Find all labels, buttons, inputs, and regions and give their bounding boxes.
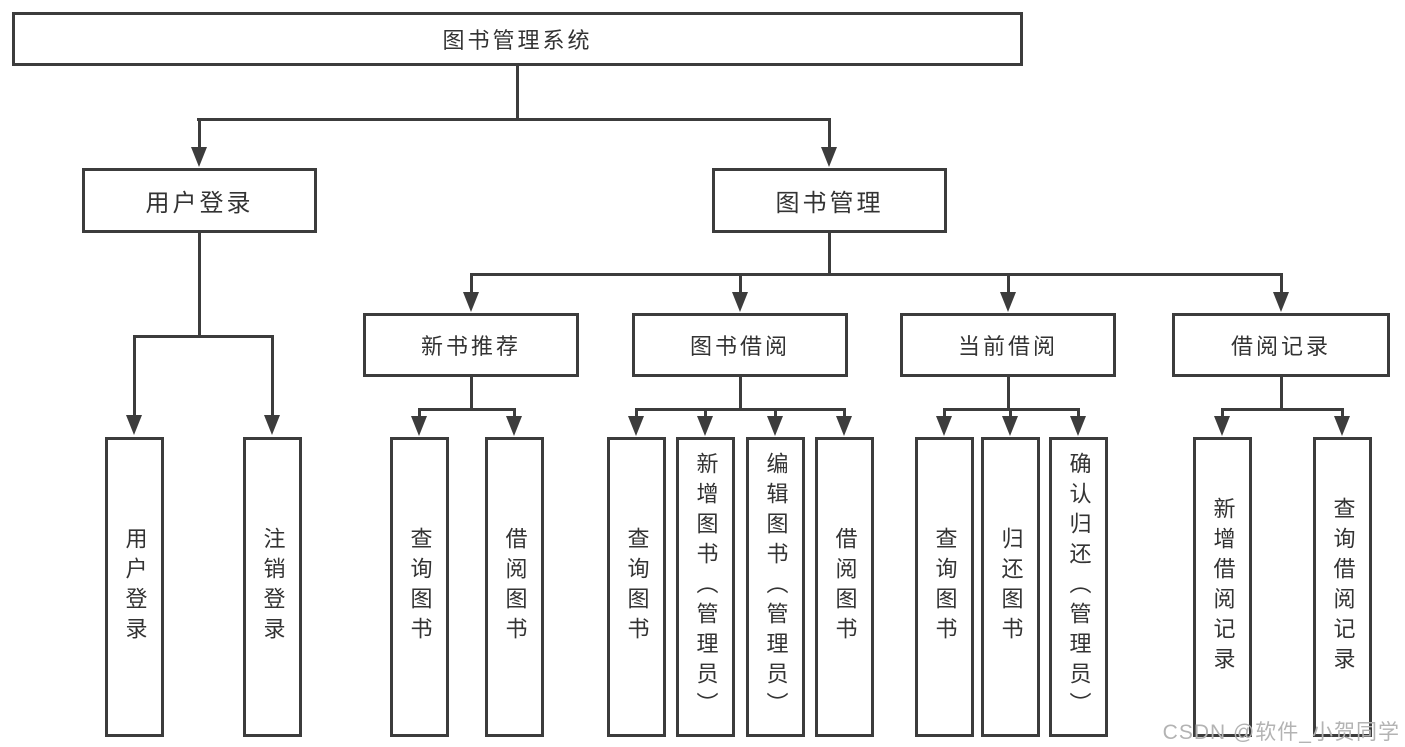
connector-leaf-shaft [513, 408, 516, 417]
leaf-query-books-borrow-label: 查询图书 [624, 527, 650, 647]
arrow-down-icon [936, 416, 952, 436]
arrow-down-icon [506, 416, 522, 436]
leaf-query-books-current: 查询图书 [915, 437, 974, 737]
leaf-return-books: 归还图书 [981, 437, 1040, 737]
connector-leaf-shaft [704, 408, 707, 417]
leaf-borrow-books: 借阅图书 [815, 437, 874, 737]
node-current-borrow: 当前借阅 [900, 313, 1116, 377]
leaf-query-books-recommend-label: 查询图书 [407, 527, 433, 647]
node-new-book-recommend: 新书推荐 [363, 313, 579, 377]
leaf-logout: 注销登录 [243, 437, 302, 737]
node-root: 图书管理系统 [12, 12, 1023, 66]
node-new-book-recommend-label: 新书推荐 [420, 334, 521, 359]
connector-leaf-shaft [1077, 408, 1080, 417]
csdn-watermark: CSDN @软件_小贺同学 [1162, 721, 1400, 744]
arrow-down-icon [697, 416, 713, 436]
connector-leaf-shaft [1007, 273, 1010, 293]
connector-leaf-shaft [774, 408, 777, 417]
connector-new-book-bar [418, 408, 515, 411]
connector-to-book-management-shaft [828, 118, 831, 148]
arrow-down-icon [1000, 292, 1016, 312]
leaf-confirm-return-admin-label: 确认归还（管理员） [1066, 452, 1092, 722]
connector-leaf-shaft [271, 335, 274, 416]
node-book-borrow-label: 图书借阅 [689, 334, 790, 359]
leaf-borrow-books-recommend: 借阅图书 [485, 437, 544, 737]
connector-root-stem [516, 66, 519, 118]
leaf-edit-book-admin-label: 编辑图书（管理员） [763, 452, 789, 722]
leaf-borrow-books-label: 借阅图书 [832, 527, 858, 647]
connector-leaf-shaft [1009, 408, 1012, 417]
arrow-down-icon [1214, 416, 1230, 436]
connector-user-login-stem [198, 233, 201, 335]
node-current-borrow-label: 当前借阅 [957, 334, 1058, 359]
leaf-edit-book-admin: 编辑图书（管理员） [746, 437, 805, 737]
node-borrow-records: 借阅记录 [1172, 313, 1390, 377]
arrow-down-icon [836, 416, 852, 436]
arrow-down-icon [126, 415, 142, 435]
connector-leaf-shaft [739, 273, 742, 293]
connector-book-management-stem [828, 233, 831, 273]
node-user-login: 用户登录 [82, 168, 317, 233]
connector-to-user-login-shaft [198, 118, 201, 148]
arrow-down-icon [1070, 416, 1086, 436]
node-book-management: 图书管理 [712, 168, 947, 233]
leaf-query-borrow-record: 查询借阅记录 [1313, 437, 1372, 737]
leaf-logout-label: 注销登录 [260, 527, 286, 647]
connector-book-borrow-stem [739, 377, 742, 408]
node-book-management-label: 图书管理 [775, 190, 884, 217]
arrow-down-icon [1273, 292, 1289, 312]
arrow-down-icon [732, 292, 748, 312]
leaf-query-borrow-record-label: 查询借阅记录 [1330, 497, 1356, 677]
arrow-down-icon [191, 147, 207, 167]
node-borrow-records-label: 借阅记录 [1230, 334, 1331, 359]
arrow-down-icon [1334, 416, 1350, 436]
connector-leaf-shaft [470, 273, 473, 293]
connector-leaf-shaft [133, 335, 136, 416]
leaf-user-login-label: 用户登录 [122, 527, 148, 647]
arrow-down-icon [821, 147, 837, 167]
connector-leaf-shaft [843, 408, 846, 417]
connector-leaf-shaft [418, 408, 421, 417]
leaf-add-book-admin: 新增图书（管理员） [676, 437, 735, 737]
connector-current-borrow-stem [1007, 377, 1010, 408]
leaf-query-books-borrow: 查询图书 [607, 437, 666, 737]
connector-leaf-shaft [1221, 408, 1224, 417]
connector-new-book-stem [470, 377, 473, 408]
leaf-query-books-current-label: 查询图书 [932, 527, 958, 647]
leaf-confirm-return-admin: 确认归还（管理员） [1049, 437, 1108, 737]
arrow-down-icon [1002, 416, 1018, 436]
connector-book-management-bar [470, 273, 1282, 276]
arrow-down-icon [411, 416, 427, 436]
connector-user-login-bar [133, 335, 273, 338]
connector-leaf-shaft [635, 408, 638, 417]
connector-leaf-shaft [1280, 273, 1283, 293]
connector-leaf-shaft [1341, 408, 1344, 417]
connector-borrow-records-stem [1280, 377, 1283, 408]
node-book-borrow: 图书借阅 [632, 313, 848, 377]
arrow-down-icon [628, 416, 644, 436]
node-root-label: 图书管理系统 [442, 28, 593, 53]
leaf-user-login: 用户登录 [105, 437, 164, 737]
leaf-add-borrow-record-label: 新增借阅记录 [1210, 497, 1236, 677]
connector-book-borrow-bar [635, 408, 844, 411]
arrow-down-icon [767, 416, 783, 436]
node-user-login-label: 用户登录 [145, 190, 254, 217]
leaf-query-books-recommend: 查询图书 [390, 437, 449, 737]
connector-leaf-shaft [943, 408, 946, 417]
connector-root-bar [197, 118, 831, 121]
arrow-down-icon [463, 292, 479, 312]
arrow-down-icon [264, 415, 280, 435]
leaf-borrow-books-recommend-label: 借阅图书 [502, 527, 528, 647]
leaf-add-book-admin-label: 新增图书（管理员） [693, 452, 719, 722]
leaf-add-borrow-record: 新增借阅记录 [1193, 437, 1252, 737]
leaf-return-books-label: 归还图书 [998, 527, 1024, 647]
connector-borrow-records-bar [1221, 408, 1343, 411]
